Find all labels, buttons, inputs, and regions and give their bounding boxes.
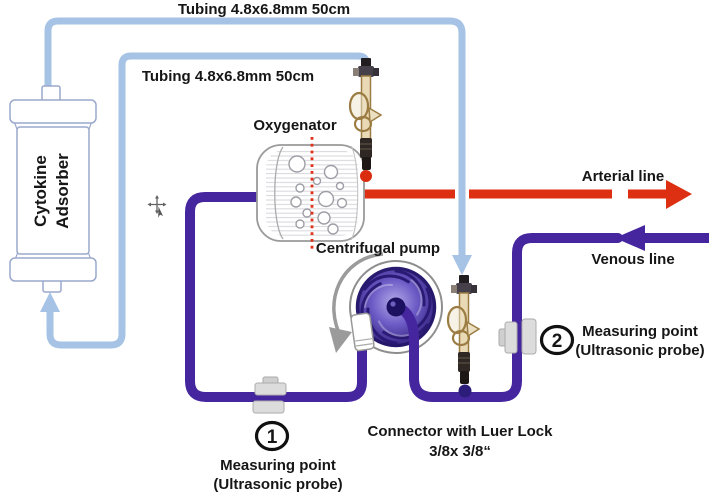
tubing-return-path — [46, 52, 370, 349]
badge-1-number: 1 — [267, 427, 278, 448]
arterial-line — [360, 180, 692, 209]
label-centrifugal-pump: Centrifugal pump — [316, 240, 440, 257]
label-mp1-line2: (Ultrasonic probe) — [213, 476, 342, 493]
label-connector-line2: 3/8x 3/8“ — [429, 443, 491, 460]
stopcock-2 — [446, 275, 481, 398]
circuit-tube-right — [393, 233, 623, 402]
label-tubing-top: Tubing 4.8x6.8mm 50cm — [178, 1, 350, 18]
adsorber-label-line1: Cytokine — [31, 155, 50, 227]
circuit-tube-left — [185, 192, 367, 402]
adsorber-top-cap — [9, 99, 97, 124]
arterial-arrowhead — [666, 180, 692, 209]
label-arterial-line: Arterial line — [582, 168, 665, 185]
move-cursor-icon — [147, 195, 167, 218]
measuring-clamp-1 — [252, 376, 287, 414]
oxygenator-left-cap — [274, 146, 284, 240]
adsorber-label-line2: Adsorber — [53, 153, 72, 229]
pump-impeller-highlights — [364, 279, 423, 337]
label-mp1-line1: Measuring point — [220, 457, 336, 474]
oxygenator-luer-port — [360, 170, 372, 182]
adsorber-body — [16, 126, 90, 255]
measuring-clamp-2 — [498, 318, 537, 355]
stopcock-2-handle — [446, 305, 468, 335]
label-tubing-inner: Tubing 4.8x6.8mm 50cm — [142, 68, 314, 85]
label-oxygenator: Oxygenator — [253, 117, 337, 134]
oxygenator-bubbles — [288, 155, 348, 235]
centrifugal-pump-device — [329, 252, 443, 354]
venous-line — [386, 225, 709, 402]
pump-hub-highlight — [390, 301, 396, 307]
badge-2: 2 — [539, 324, 575, 356]
pump-rotation-arrowhead — [329, 327, 352, 353]
tubing-up-arrowhead — [40, 292, 60, 312]
pump-rotation-arrow — [332, 252, 384, 340]
adsorber-tubing-return — [40, 52, 370, 349]
oxygenator-device — [256, 137, 372, 252]
luer-lock-connector-ball — [458, 384, 472, 398]
badge-2-number: 2 — [552, 331, 563, 352]
label-mp2-line1: Measuring point — [582, 323, 698, 340]
label-mp2-line2: (Ultrasonic probe) — [575, 342, 704, 359]
stopcock-1 — [348, 58, 383, 170]
pump-outlet-nozzle — [350, 312, 375, 352]
adsorber-bottom-cap — [9, 257, 97, 282]
label-venous-line: Venous line — [591, 251, 674, 268]
badge-1: 1 — [254, 420, 290, 452]
stopcock-1-handle — [348, 91, 370, 121]
pump-inlet-hub — [386, 297, 406, 317]
label-connector-line1: Connector with Luer Lock — [367, 423, 553, 440]
oxygenator-right-cap — [350, 145, 359, 241]
cytokine-adsorber-device — [9, 85, 97, 293]
tubing-top-path — [44, 17, 466, 256]
pump-rim — [355, 266, 437, 348]
tubing-down-arrowhead — [452, 255, 472, 275]
venous-arrowhead — [615, 225, 645, 251]
adsorber-tubing-top — [44, 17, 472, 275]
